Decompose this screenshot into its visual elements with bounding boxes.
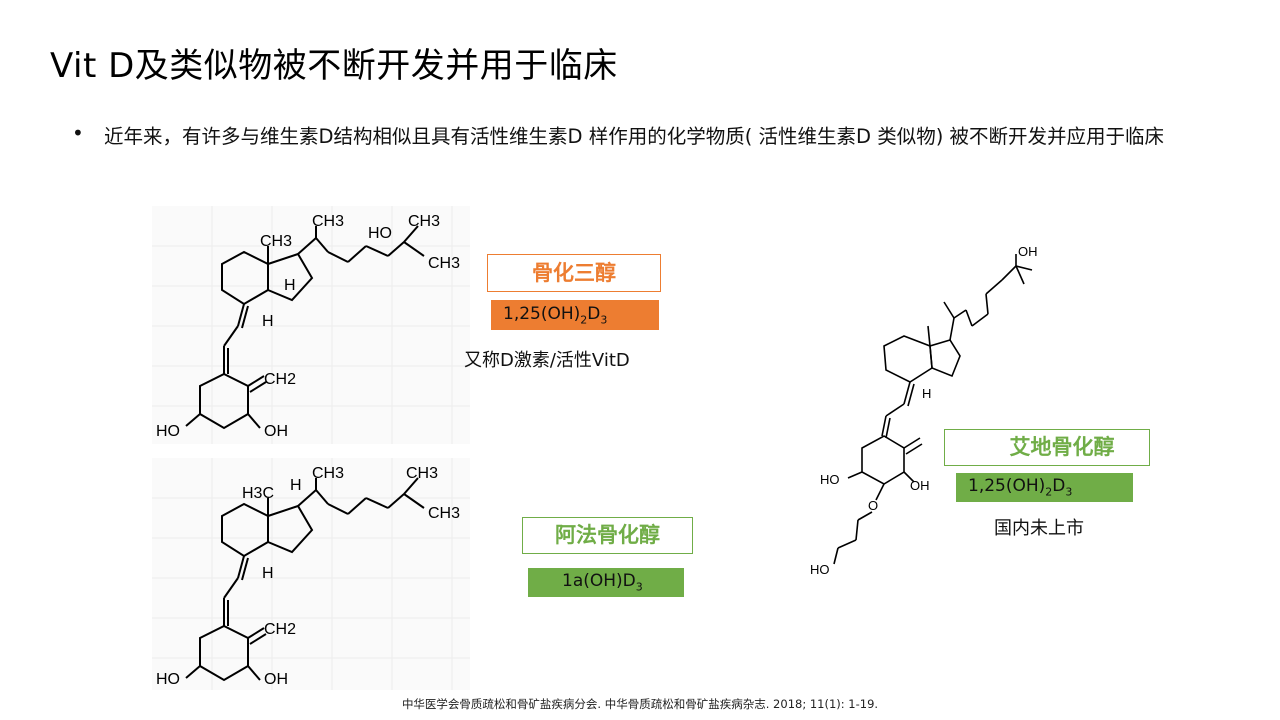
calcitriol-structure: CH3 CH3 HO CH3 CH3 H H CH2 HO OH bbox=[152, 206, 470, 444]
calcitriol-note: 又称D激素/活性VitD bbox=[464, 350, 630, 371]
eldecalcitol-name: 艾地骨化醇 bbox=[1009, 435, 1115, 459]
calcitriol-name-box: 骨化三醇 bbox=[487, 254, 661, 292]
eldecalcitol-label-oh: OH bbox=[910, 478, 930, 493]
eldecalcitol-structure: OH H HO OH O HO bbox=[806, 236, 1056, 586]
calcitriol-label-ch3-b: CH3 bbox=[428, 255, 460, 272]
alfacalcidol-label-ch2: CH2 bbox=[264, 621, 296, 638]
calcitriol-label-ho: HO bbox=[156, 423, 180, 440]
bullet-marker: • bbox=[72, 121, 84, 145]
alfacalcidol-structure: CH3 H3C H CH3 CH3 H CH2 HO OH bbox=[152, 458, 470, 690]
calcitriol-name: 骨化三醇 bbox=[532, 261, 616, 285]
eldecalcitol-label-o: O bbox=[868, 498, 878, 513]
eldecalcitol-formula-badge: 1,25(OH)2D3 bbox=[956, 473, 1133, 502]
alfacalcidol-label-ho: HO bbox=[156, 671, 180, 688]
calcitriol-label-ho-side: HO bbox=[368, 225, 392, 242]
calcitriol-label-h-c: H bbox=[262, 313, 274, 330]
alfacalcidol-label-ch3-top: CH3 bbox=[312, 465, 344, 482]
calcitriol-label-oh: OH bbox=[264, 423, 288, 440]
alfacalcidol-name: 阿法骨化醇 bbox=[555, 523, 660, 547]
eldecalcitol-name-box: 艾地骨化醇 bbox=[944, 429, 1150, 466]
alfacalcidol-label-h-c: H bbox=[262, 565, 274, 582]
calcitriol-label-ch3-ring: CH3 bbox=[260, 233, 292, 250]
eldecalcitol-note: 国内未上市 bbox=[994, 518, 1084, 539]
alfacalcidol-name-box: 阿法骨化醇 bbox=[522, 517, 693, 554]
alfacalcidol-label-ch3-b: CH3 bbox=[428, 505, 460, 522]
alfacalcidol-label-h3c: H3C bbox=[242, 485, 274, 502]
alfacalcidol-label-oh: OH bbox=[264, 671, 288, 688]
alfacalcidol-formula-badge: 1a(OH)D3 bbox=[528, 568, 684, 597]
eldecalcitol-formula: 1,25(OH)2D3 bbox=[968, 476, 1073, 499]
eldecalcitol-label-ho-bottom: HO bbox=[810, 562, 830, 577]
alfacalcidol-label-h-top: H bbox=[290, 477, 302, 494]
calcitriol-label-h-cd: H bbox=[284, 277, 296, 294]
calcitriol-label-ch3-top: CH3 bbox=[312, 213, 344, 230]
eldecalcitol-label-oh-top: OH bbox=[1018, 244, 1038, 259]
alfacalcidol-formula: 1a(OH)D3 bbox=[562, 571, 643, 594]
calcitriol-label-ch3-a: CH3 bbox=[408, 213, 440, 230]
bullet-text: 近年来，有许多与维生素D结构相似且具有活性维生素D 样作用的化学物质( 活性维生… bbox=[104, 125, 1165, 148]
slide-title: Vit D及类似物被不断开发并用于临床 bbox=[50, 46, 618, 86]
calcitriol-label-ch2: CH2 bbox=[264, 371, 296, 388]
alfacalcidol-label-ch3-a: CH3 bbox=[406, 465, 438, 482]
citation: 中华医学会骨质疏松和骨矿盐疾病分会. 中华骨质疏松和骨矿盐疾病杂志. 2018;… bbox=[401, 697, 879, 711]
calcitriol-formula: 1,25(OH)2D3 bbox=[503, 303, 608, 327]
eldecalcitol-label-ho: HO bbox=[820, 472, 840, 487]
eldecalcitol-label-h: H bbox=[922, 386, 931, 401]
calcitriol-formula-badge: 1,25(OH)2D3 bbox=[491, 300, 659, 330]
